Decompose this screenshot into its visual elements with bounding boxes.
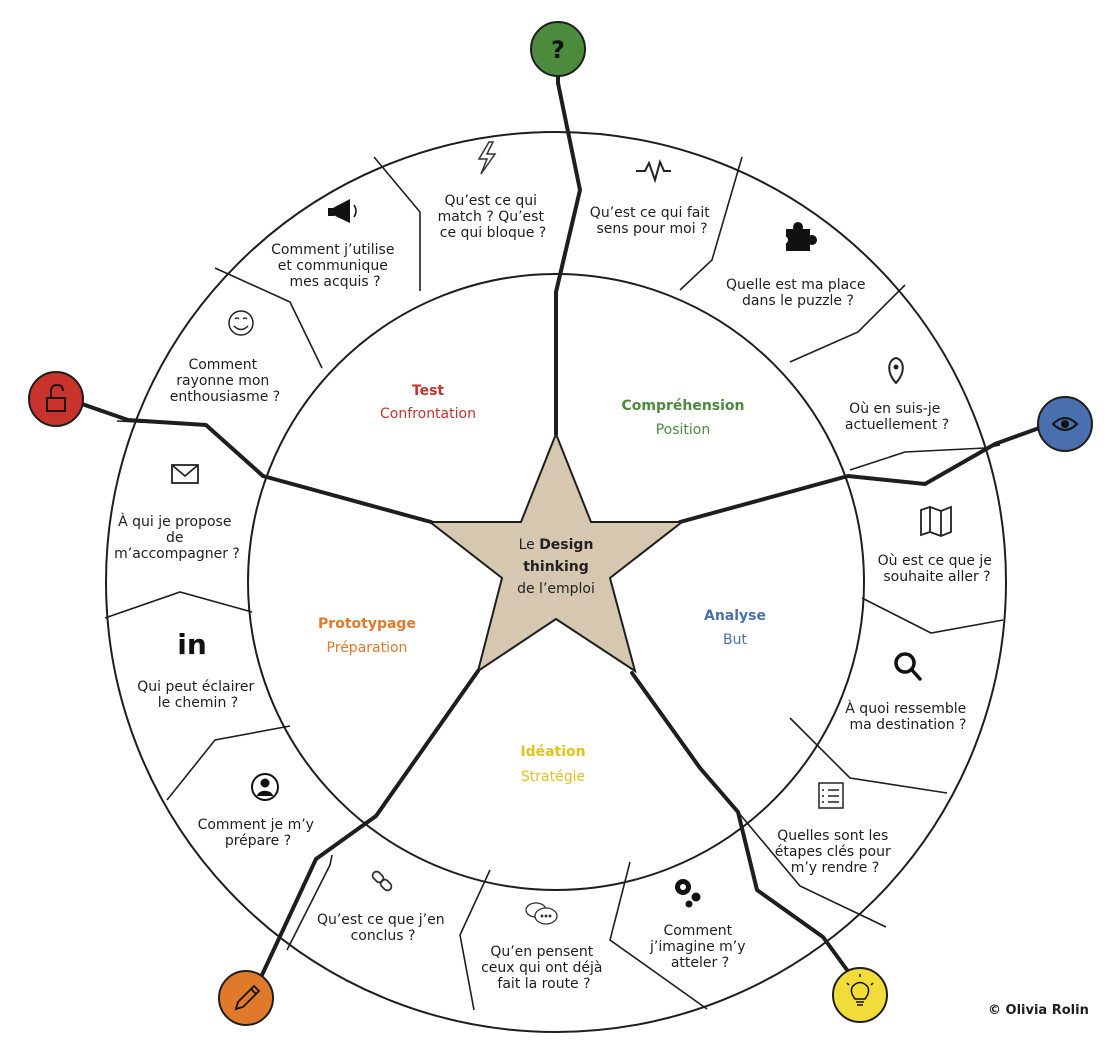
phase-title: Compréhension [621, 398, 744, 414]
question-text: Comment j’imagine m’y atteler ? [649, 923, 750, 971]
question-text: Qu’est ce qui match ? Qu’est ce qui bloq… [438, 193, 549, 241]
heartbeat-icon [636, 159, 671, 184]
phase-subtitle: Confrontation [380, 406, 476, 422]
lightning-icon [477, 141, 497, 175]
question-segment: Où en suis-je actuellement ? [845, 356, 949, 433]
link-icon [371, 870, 393, 892]
question-text: Qu’en pensent ceux qui ont déjà fait la … [481, 944, 607, 992]
question-segment: in Qui peut éclairer le chemin ? [137, 628, 258, 711]
lightbulb-icon [846, 974, 874, 1006]
phase-test: Test Confrontation [380, 383, 476, 422]
question-icon: ? [551, 36, 565, 64]
question-text: Comment rayonne mon enthousiasme ? [170, 357, 280, 405]
question-segment: Comment j’utilise et communique mes acqu… [271, 199, 399, 290]
phase-analyse: Analyse But [704, 608, 766, 648]
phase-subtitle: Position [656, 422, 711, 438]
phase-subtitle: But [723, 632, 747, 648]
node-lightbulb [832, 967, 888, 1023]
unlock-icon [46, 384, 66, 412]
question-segment: Quelle est ma place dans le puzzle ? [726, 222, 870, 309]
center-line-1: Le Design [519, 537, 594, 553]
envelope-icon [171, 464, 199, 484]
phase-ideation: Idéation Stratégie [520, 744, 585, 785]
phase-title: Idéation [520, 744, 585, 760]
question-text: Qu’est ce que j’en conclus ? [317, 912, 449, 944]
phase-title: Analyse [704, 608, 766, 624]
node-eye [1037, 396, 1093, 452]
question-segment: Qu’est ce qui match ? Qu’est ce qui bloq… [438, 141, 549, 241]
gears-icon [675, 879, 701, 908]
question-text: Quelles sont les étapes clés pour m’y re… [775, 828, 895, 876]
phase-comprehension: Compréhension Position [621, 398, 744, 438]
node-unlock [28, 371, 84, 427]
center-star [427, 431, 685, 674]
center-bold-design: Design [539, 537, 593, 553]
megaphone-icon [328, 199, 357, 223]
map-icon [920, 505, 952, 537]
phase-prototypage: Prototypage Préparation [318, 616, 416, 656]
question-text: Où en suis-je actuellement ? [845, 401, 949, 433]
user-icon [251, 773, 279, 801]
phase-subtitle: Stratégie [521, 769, 585, 785]
phase-title: Test [412, 383, 445, 399]
question-text: Qui peut éclairer le chemin ? [137, 679, 258, 711]
question-segment: Comment rayonne mon enthousiasme ? [170, 310, 280, 405]
question-text: À qui je propose de m’accompagner ? [114, 513, 240, 562]
question-text: Quelle est ma place dans le puzzle ? [726, 277, 870, 309]
phase-paths [80, 74, 1044, 987]
node-question: ? [530, 21, 586, 77]
question-segment: À qui je propose de m’accompagner ? [114, 464, 240, 562]
node-pencil [218, 970, 274, 1026]
question-text: Où est ce que je souhaite aller ? [878, 553, 997, 585]
eye-icon [1051, 417, 1079, 431]
checklist-icon [818, 782, 844, 809]
question-segment: Qu’est ce que j’en conclus ? [317, 870, 449, 944]
question-segment: Qu’est ce qui fait sens pour moi ? [590, 159, 714, 237]
pencil-icon [234, 984, 261, 1011]
question-segment: Où est ce que je souhaite aller ? [878, 505, 997, 585]
phase-subtitle: Préparation [327, 640, 408, 656]
center-line-3: de l’emploi [517, 581, 595, 597]
question-segment: Quelles sont les étapes clés pour m’y re… [775, 782, 895, 876]
center-prefix: Le [519, 537, 540, 553]
question-text: Comment je m’y prépare ? [198, 817, 319, 849]
question-segment: Qu’en pensent ceux qui ont déjà fait la … [481, 902, 607, 992]
chat-bubbles-icon [525, 902, 558, 925]
question-segment: Comment j’imagine m’y atteler ? [649, 879, 750, 971]
question-text: À quoi ressemble ma destination ? [845, 700, 970, 733]
question-text: Comment j’utilise et communique mes acqu… [271, 242, 399, 290]
magnifier-icon [894, 652, 922, 681]
question-segment: À quoi ressemble ma destination ? [845, 652, 970, 733]
question-segment: Comment je m’y prépare ? [198, 773, 319, 849]
question-text: Qu’est ce qui fait sens pour moi ? [590, 205, 714, 237]
phase-title: Prototypage [318, 616, 416, 632]
smiley-icon [228, 310, 254, 336]
location-pin-icon [888, 356, 904, 385]
puzzle-icon [780, 222, 817, 251]
center-line-2: thinking [523, 559, 589, 575]
copyright-credit: © Olivia Rolin [988, 1003, 1089, 1018]
linkedin-icon: in [177, 628, 207, 661]
